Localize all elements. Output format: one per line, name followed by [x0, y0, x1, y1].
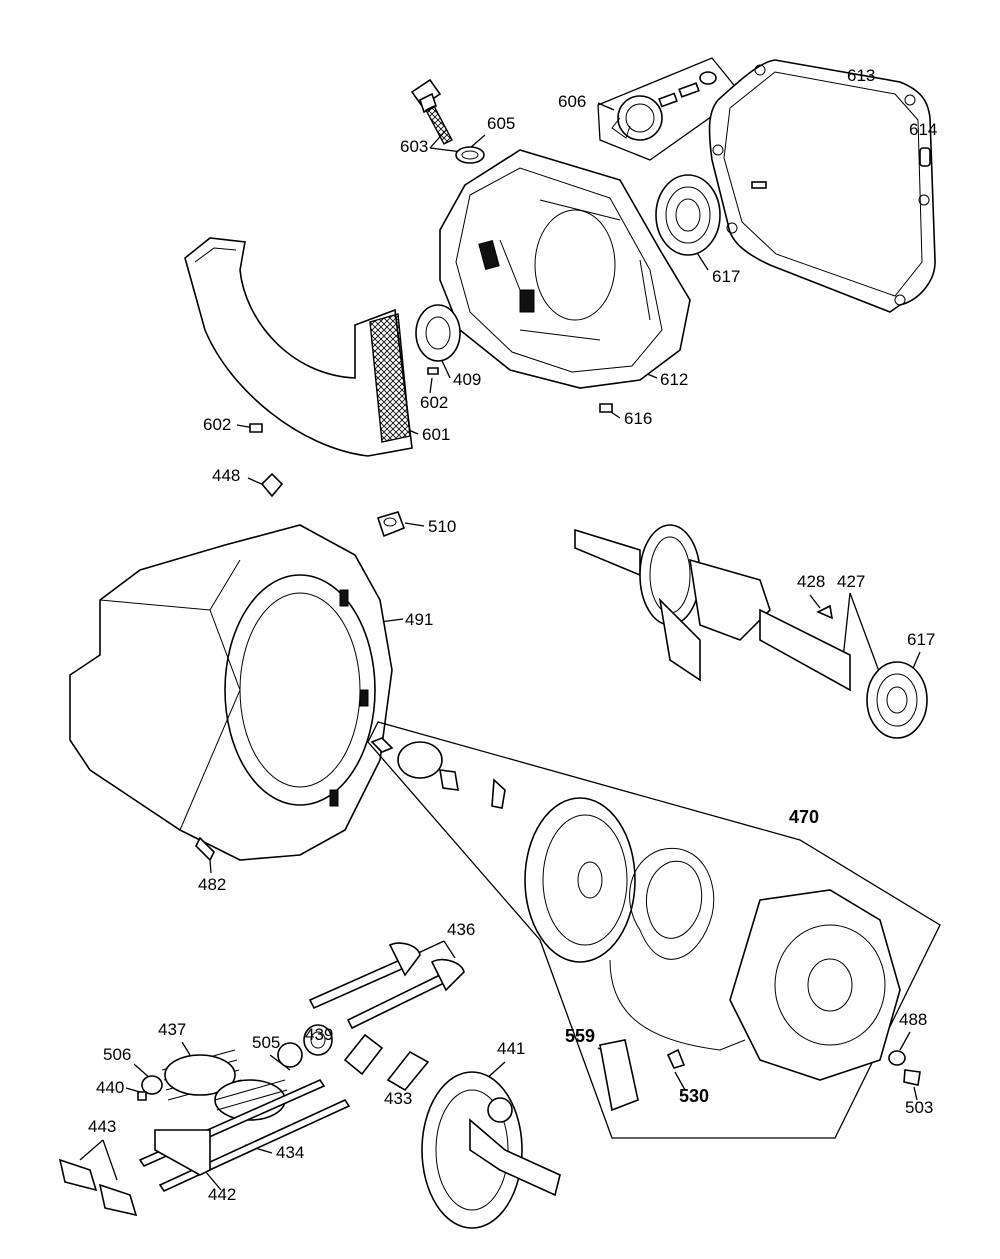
crankcase-cover: [439, 149, 691, 389]
washer-506: [141, 1075, 163, 1095]
part-number-559: 559: [565, 1026, 595, 1046]
part-number-602-upper: 602: [420, 393, 448, 412]
key: [816, 604, 834, 620]
o-ring: [455, 146, 485, 164]
governor-assembly: [597, 57, 743, 161]
part-number-443: 443: [88, 1117, 116, 1136]
part-number-427: 427: [837, 572, 865, 591]
part-number-613: 613: [847, 66, 875, 85]
guide-plate: [154, 1129, 211, 1176]
part-number-605: 605: [487, 114, 515, 133]
part-number-510: 510: [428, 517, 456, 536]
part-number-442: 442: [208, 1185, 236, 1204]
clip: [260, 472, 284, 498]
valve-seal: [303, 1024, 333, 1056]
part-number-448: 448: [212, 466, 240, 485]
part-number-506: 506: [103, 1045, 131, 1064]
retainer: [277, 1042, 303, 1068]
dipstick: [410, 78, 453, 145]
oil-seal: [415, 304, 461, 362]
part-number-602-lower: 602: [203, 415, 231, 434]
washer-488: [888, 1050, 906, 1066]
part-number-617-upper: 617: [712, 267, 740, 286]
part-number-616: 616: [624, 409, 652, 428]
part-number-409: 409: [453, 370, 481, 389]
recoil-starter-assembly: [367, 721, 941, 1139]
air-guide: [184, 237, 413, 457]
part-number-505: 505: [252, 1033, 280, 1052]
part-number-603: 603: [400, 137, 428, 156]
part-number-482: 482: [198, 875, 226, 894]
fan-shroud: [69, 524, 393, 861]
part-number-439: 439: [305, 1025, 333, 1044]
nut: [376, 511, 406, 538]
part-number-617-lower: 617: [907, 630, 935, 649]
part-number-491: 491: [405, 610, 433, 629]
dowel-pin: [919, 147, 931, 167]
valve-guides: [343, 1033, 430, 1092]
bolt-503: [903, 1069, 921, 1086]
part-number-606: 606: [558, 92, 586, 111]
bolts-upper: [249, 367, 613, 433]
crankshaft: [574, 524, 851, 692]
callout-labels: 603 605 606 613 614 617 409 602 612 616 …: [88, 66, 937, 1204]
camshaft: [421, 1071, 561, 1229]
clip-440: [137, 1091, 147, 1101]
part-number-470: 470: [789, 807, 819, 827]
part-number-601: 601: [422, 425, 450, 444]
bolt-482: [195, 836, 215, 862]
part-number-440: 440: [96, 1078, 124, 1097]
bearing-upper: [655, 174, 721, 256]
part-number-437: 437: [158, 1020, 186, 1039]
rocker-arms: [58, 1158, 138, 1217]
crankcase-gasket: [708, 59, 936, 313]
part-number-530: 530: [679, 1086, 709, 1106]
part-number-503: 503: [905, 1098, 933, 1117]
part-number-488: 488: [899, 1010, 927, 1029]
part-number-612: 612: [660, 370, 688, 389]
valves: [308, 942, 465, 1030]
part-number-441: 441: [497, 1039, 525, 1058]
part-number-428: 428: [797, 572, 825, 591]
part-number-434: 434: [276, 1143, 304, 1162]
part-number-436: 436: [447, 920, 475, 939]
part-number-614: 614: [909, 120, 937, 139]
bearing-lower: [866, 661, 928, 739]
part-number-433: 433: [384, 1089, 412, 1108]
